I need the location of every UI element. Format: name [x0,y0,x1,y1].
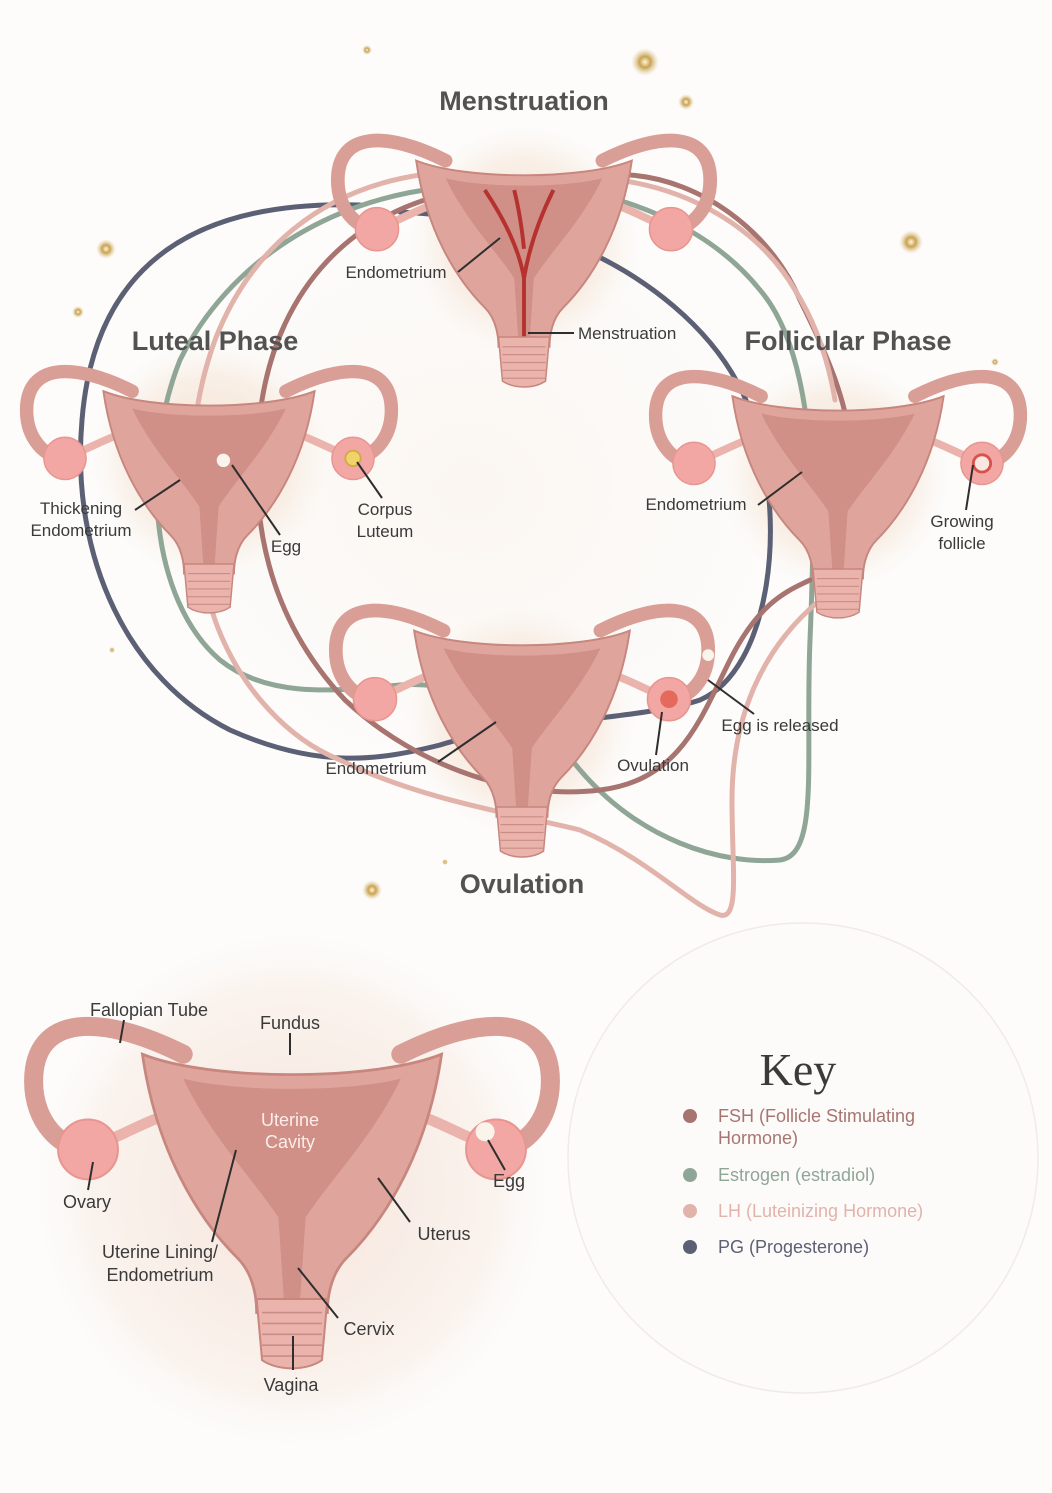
uterus-leader [377,1177,411,1223]
luteal-uterus-left-ovary [43,436,87,481]
fallopian-tube-leader [119,1019,125,1044]
ovulation-uterus-released-egg [702,649,715,661]
menstruation-uterus-left-ovary [354,206,400,252]
corpus-luteum-line1: Corpus [358,500,413,519]
menstruation-label: Menstruation [578,324,676,343]
growing-follicle-line2: follicle [938,534,985,553]
key-swatch [683,1204,697,1218]
menstruation-endometrium-label: Endometrium [345,263,446,282]
anatomy-uterus-shape [24,1016,560,1370]
corpus-luteum-line2: Luteum [357,522,414,541]
menstruation-title: Menstruation [439,86,609,116]
thickening-leader [134,479,181,511]
luteal-egg-leader [231,464,281,536]
lining-leader [211,1149,237,1243]
key-item-label: PG (Progesterone) [718,1237,869,1257]
anatomy-uterus-shape-egg [475,1122,495,1142]
follicular-uterus-follicle [971,453,993,474]
uterine-cavity-line2: Cavity [265,1132,315,1152]
anatomy-uterus-shape-cavity [183,1078,401,1299]
uterus-illustrations [19,133,1028,858]
follicular-phase-title: Follicular Phase [744,326,951,356]
luteal-phase-title: Luteal Phase [132,326,299,356]
egg-released-label: Egg is released [721,716,838,735]
vagina-label: Vagina [264,1375,320,1395]
luteal-uterus [19,364,399,614]
thickening-label-line2: Endometrium [30,521,131,540]
anatomy-uterus-shape-right-tube [391,1016,560,1159]
luteal-egg-label: Egg [271,537,301,556]
anatomy-uterus-shape-left-tube [24,1016,193,1159]
growing-follicle-leader [965,464,974,511]
luteal-uterus-egg [216,453,231,468]
key-swatch [683,1168,697,1182]
menstruation-endometrium-leader [457,237,501,273]
menstruation-uterus-cavity [445,178,603,337]
egg-released-leader [707,679,755,715]
key-swatch [683,1109,697,1123]
menstruation-uterus-right-ovary [648,206,694,252]
ovulation-label: Ovulation [617,756,689,775]
thickening-label-line1: Thickening [40,499,122,518]
uterine-cavity-line1: Uterine [261,1110,319,1130]
follicular-uterus [648,369,1028,619]
ovulation-uterus [328,603,716,858]
ovary-leader [87,1161,94,1191]
growing-follicle-line1: Growing [930,512,993,531]
key-item: PG (Progesterone) [683,1237,869,1257]
anatomy-uterus-shape-left-ovary [57,1118,119,1181]
fundus-label: Fundus [260,1013,320,1033]
fallopian-tube-label: Fallopian Tube [90,1000,208,1020]
menstruation-uterus-menstrual-blood [483,188,556,372]
key-title: Key [760,1044,837,1095]
key-panel [567,922,1039,1394]
key-swatch [683,1240,697,1254]
cervix-leader [297,1267,339,1319]
anatomy-egg-label: Egg [493,1171,525,1191]
ovulation-endometrium-label: Endometrium [325,759,426,778]
ovary-label: Ovary [63,1192,111,1212]
ovulation-uterus-cavity [443,648,601,807]
corpus-luteum-leader [356,461,383,499]
menstruation-uterus [330,133,718,388]
center-wash [140,190,800,790]
follicular-uterus-cavity [761,413,915,569]
anatomy-uterus [24,1016,560,1370]
key-item-label: Estrogen (estradiol) [718,1165,875,1185]
ovulation-uterus-left-ovary [352,676,398,722]
key-item-label-line2: Hormone) [718,1128,798,1148]
key-item-label: LH (Luteinizing Hormone) [718,1201,923,1221]
ovulation-leader [655,711,663,756]
ovulation-endometrium-leader [437,721,497,763]
lining-label-line1: Uterine Lining/ [102,1242,218,1262]
uterus-label: Uterus [417,1224,470,1244]
key-item-label: FSH (Follicle Stimulating [718,1106,915,1126]
key-item: LH (Luteinizing Hormone) [683,1201,923,1221]
key-item: Estrogen (estradiol) [683,1165,875,1185]
follicular-uterus-left-ovary [672,441,716,486]
follicular-endometrium-label: Endometrium [645,495,746,514]
ovulation-uterus-ruptured-follicle [660,690,678,709]
cervix-label: Cervix [343,1319,394,1339]
ovulation-title: Ovulation [460,869,585,899]
luteal-uterus-cavity [132,408,286,564]
follicular-endometrium-leader [757,471,803,506]
lining-label-line2: Endometrium [106,1265,213,1285]
egg-leader [487,1139,506,1171]
